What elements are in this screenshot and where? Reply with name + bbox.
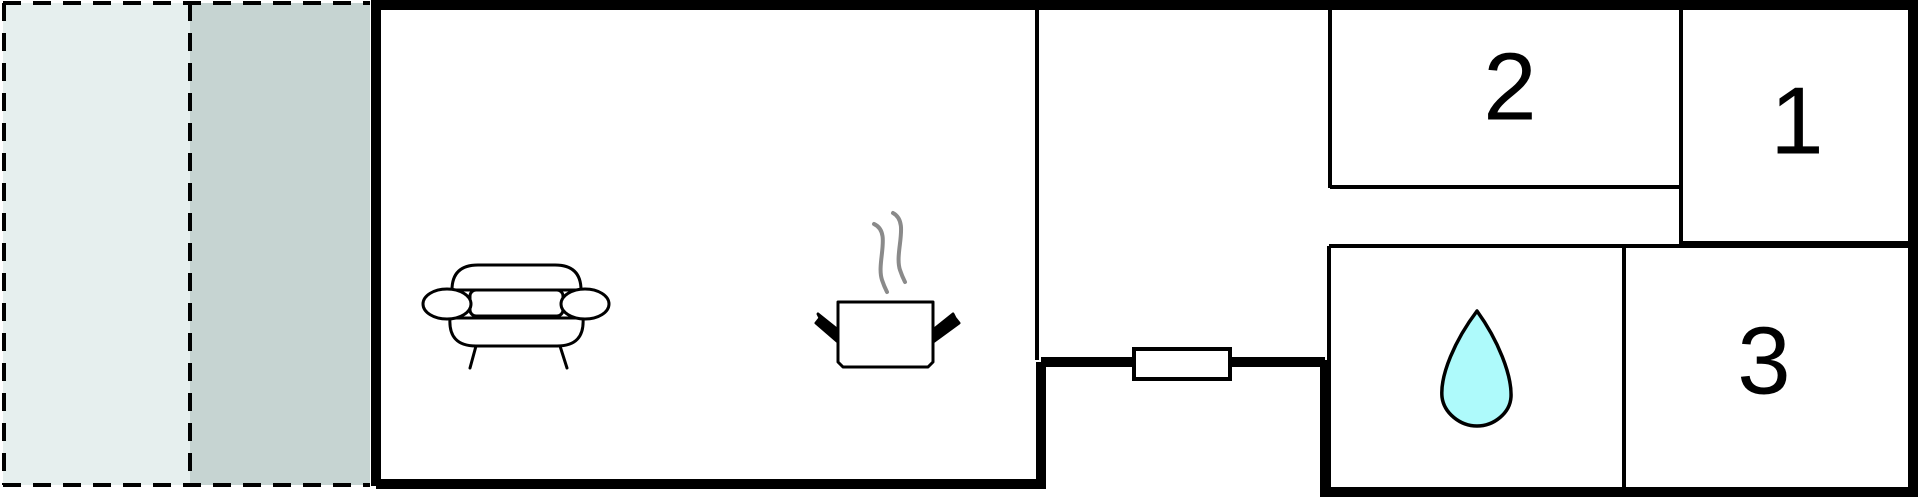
interior-walls bbox=[1035, 8, 1910, 490]
terrace-outer bbox=[3, 3, 190, 485]
radiator-icon bbox=[1132, 347, 1232, 381]
sofa-icon bbox=[421, 263, 611, 370]
water-drop-icon bbox=[1440, 309, 1513, 428]
room-number-2: 2 bbox=[1483, 33, 1536, 140]
terrace-inner bbox=[190, 3, 370, 485]
cooking-pot-icon bbox=[814, 211, 961, 369]
room-number-1: 1 bbox=[1770, 67, 1823, 174]
exterior-walls bbox=[371, 0, 1918, 497]
terrace-dashed-outline bbox=[2, 1, 370, 487]
room-number-3: 3 bbox=[1737, 307, 1790, 414]
